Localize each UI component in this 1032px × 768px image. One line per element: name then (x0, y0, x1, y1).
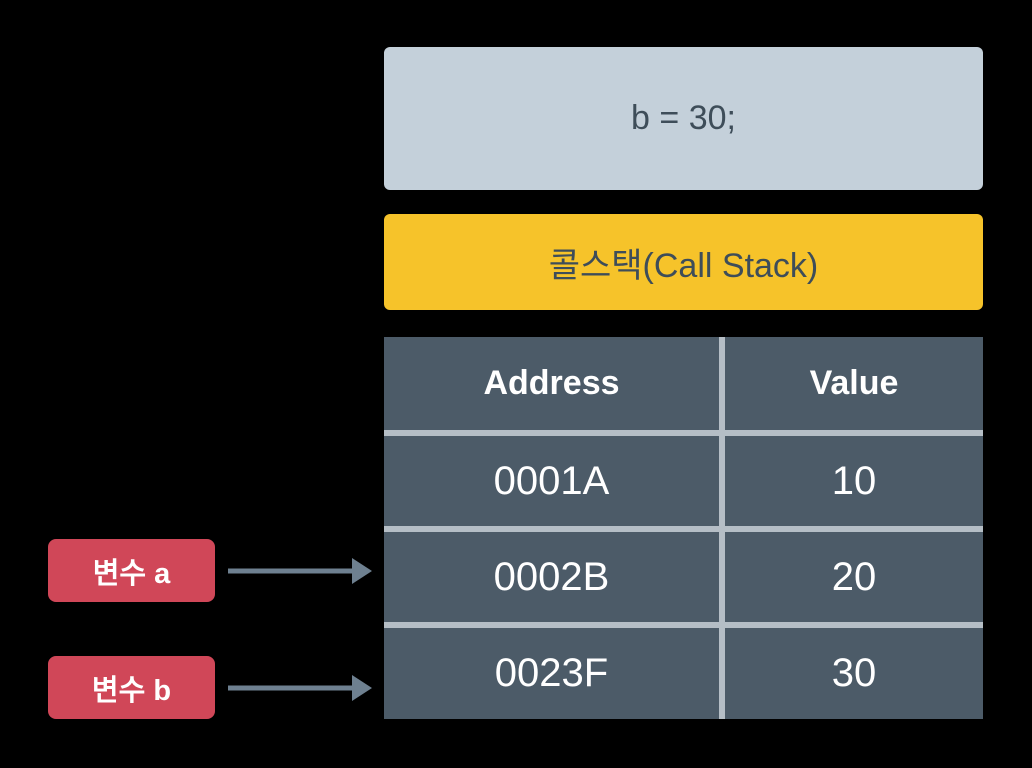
callstack-banner-text: 콜스택(Call Stack) (548, 246, 819, 285)
table-cell-value: 20 (725, 532, 983, 622)
code-statement-text: b = 30; (631, 99, 736, 137)
column-header-value: Value (725, 337, 983, 430)
arrow-a-icon (228, 558, 372, 584)
table-cell-value: 30 (725, 628, 983, 719)
column-header-address: Address (384, 337, 719, 430)
arrow-b-icon (228, 675, 372, 701)
variable-a-label-text: 변수 a (92, 557, 171, 590)
variable-a-label: 변수 a (48, 539, 215, 602)
table-cell-address: 0001A (384, 436, 719, 526)
table-cell-address: 0023F (384, 628, 719, 719)
variable-b-label-text: 변수 b (91, 674, 172, 707)
callstack-banner: 콜스택(Call Stack) (384, 214, 983, 310)
variable-b-label: 변수 b (48, 656, 215, 719)
code-statement-box: b = 30; (384, 47, 983, 190)
memory-table: Address Value 0001A 10 0002B 20 0023F 30 (384, 337, 983, 719)
table-cell-value: 10 (725, 436, 983, 526)
table-cell-address: 0002B (384, 532, 719, 622)
